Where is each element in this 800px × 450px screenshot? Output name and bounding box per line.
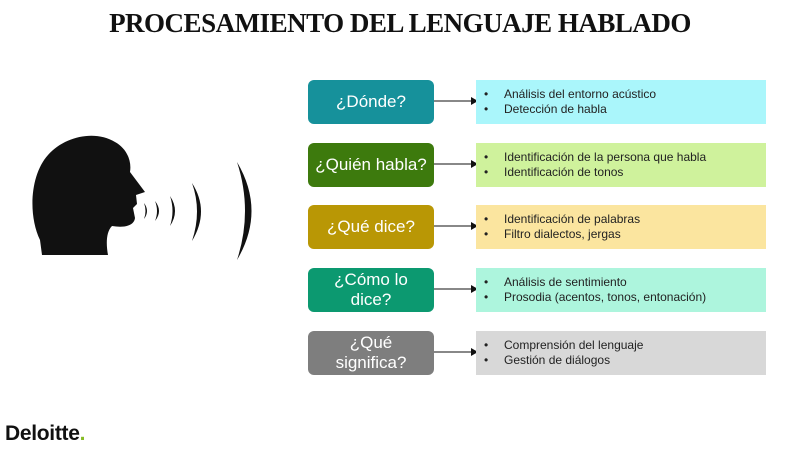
question-box-donde: ¿Dónde? bbox=[308, 80, 434, 124]
row-quien-habla: ¿Quién habla? Identificación de la perso… bbox=[0, 143, 800, 187]
detail-box-que-dice: Identificación de palabras Filtro dialec… bbox=[476, 205, 766, 249]
page-title: PROCESAMIENTO DEL LENGUAJE HABLADO bbox=[109, 8, 691, 38]
row-que-significa: ¿Qué significa? Comprensión del lenguaje… bbox=[0, 331, 800, 375]
detail-item: Identificación de palabras bbox=[482, 212, 640, 227]
detail-item: Análisis del entorno acústico bbox=[482, 87, 656, 102]
detail-item: Filtro dialectos, jergas bbox=[482, 227, 640, 242]
question-box-quien-habla: ¿Quién habla? bbox=[308, 143, 434, 187]
detail-item: Detección de habla bbox=[482, 102, 656, 117]
detail-item: Análisis de sentimiento bbox=[482, 275, 706, 290]
detail-box-como-lo-dice: Análisis de sentimiento Prosodia (acento… bbox=[476, 268, 766, 312]
speaking-head-icon bbox=[32, 135, 252, 260]
detail-box-quien-habla: Identificación de la persona que habla I… bbox=[476, 143, 766, 187]
detail-item: Identificación de tonos bbox=[482, 165, 706, 180]
detail-box-donde: Análisis del entorno acústico Detección … bbox=[476, 80, 766, 124]
question-box-como-lo-dice: ¿Cómo lo dice? bbox=[308, 268, 434, 312]
row-donde: ¿Dónde? Análisis del entorno acústico De… bbox=[0, 80, 800, 124]
arrow-icon bbox=[434, 222, 478, 230]
question-box-que-dice: ¿Qué dice? bbox=[308, 205, 434, 249]
arrow-icon bbox=[434, 97, 478, 105]
arrow-icon bbox=[434, 160, 478, 168]
question-box-que-significa: ¿Qué significa? bbox=[308, 331, 434, 375]
detail-item: Gestión de diálogos bbox=[482, 353, 643, 368]
arrow-icon bbox=[434, 285, 478, 293]
detail-item: Prosodia (acentos, tonos, entonación) bbox=[482, 290, 706, 305]
detail-box-que-significa: Comprensión del lenguaje Gestión de diál… bbox=[476, 331, 766, 375]
row-como-lo-dice: ¿Cómo lo dice? Análisis de sentimiento P… bbox=[0, 268, 800, 312]
detail-item: Comprensión del lenguaje bbox=[482, 338, 643, 353]
row-que-dice: ¿Qué dice? Identificación de palabras Fi… bbox=[0, 205, 800, 249]
logo-dot: . bbox=[79, 422, 86, 445]
arrow-icon bbox=[434, 348, 478, 356]
detail-item: Identificación de la persona que habla bbox=[482, 150, 706, 165]
deloitte-logo: Deloitte. bbox=[5, 422, 85, 446]
logo-wordmark: Deloitte bbox=[5, 422, 80, 445]
